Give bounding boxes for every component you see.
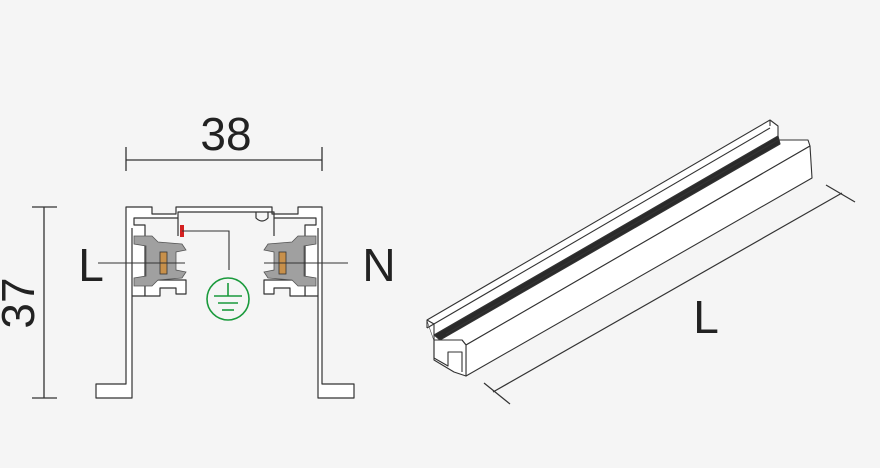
rail-cross-section — [95, 206, 355, 399]
height-dimension: 37 — [0, 206, 57, 399]
height-dimension-label: 37 — [0, 277, 44, 328]
right-conductor-label: N — [362, 239, 395, 291]
rail-isometric-view — [426, 119, 813, 377]
width-dimension: 38 — [125, 108, 323, 171]
length-dimension-label: L — [693, 291, 719, 343]
rail-side-face — [465, 145, 813, 377]
length-dimension — [483, 184, 856, 405]
ground-symbol-icon — [206, 277, 250, 321]
width-dimension-label: 38 — [200, 108, 251, 160]
left-conductor-label: L — [78, 239, 104, 291]
profile-outline — [95, 206, 355, 399]
rail-slot — [433, 135, 781, 341]
rail-end-face — [426, 319, 467, 377]
ground-leader-line — [182, 230, 230, 270]
